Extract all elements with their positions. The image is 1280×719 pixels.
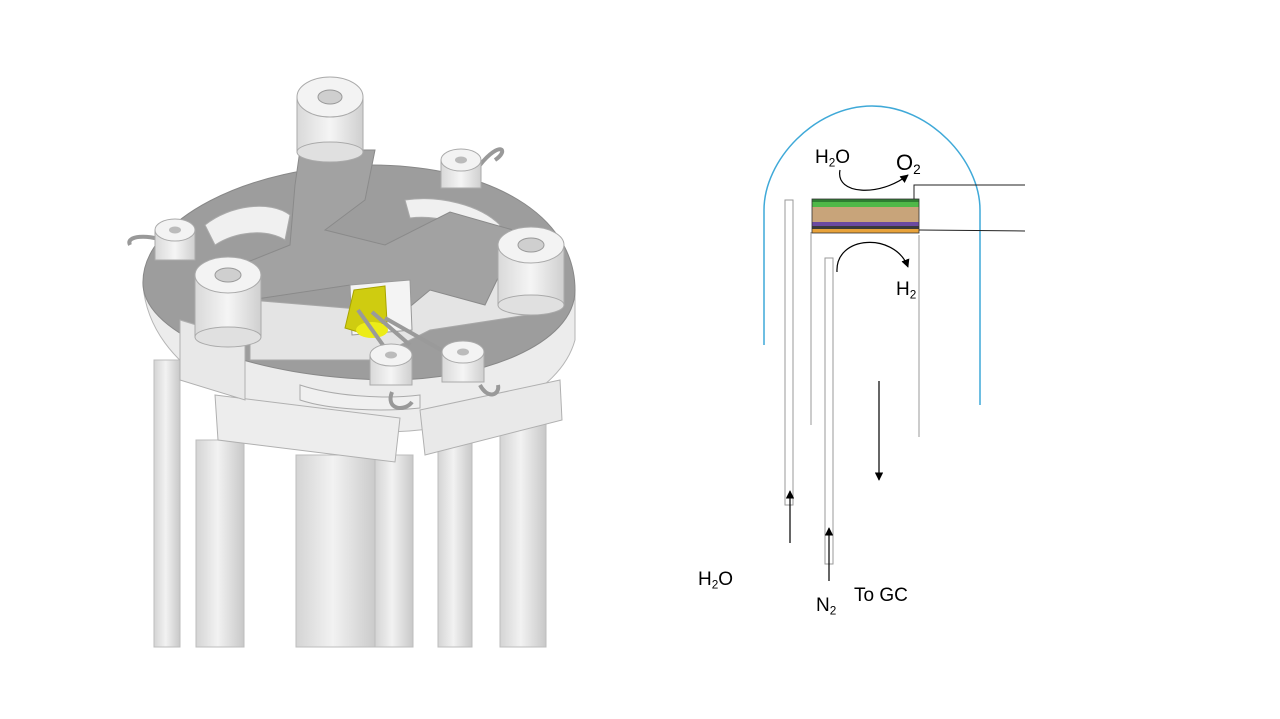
post-left <box>194 256 262 348</box>
flange-right <box>419 379 563 456</box>
arrow-water-to-oxygen <box>839 169 909 191</box>
support-rods <box>153 359 547 648</box>
label-to-gc: To GC <box>854 585 908 606</box>
label-water-inlet: H2O <box>698 569 734 592</box>
fitting-top-right <box>440 147 505 189</box>
label-hydrogen: H2 <box>896 279 917 302</box>
flange-front <box>214 394 401 463</box>
fitting-bottom-right <box>441 340 501 397</box>
disk-slot-left <box>204 205 291 246</box>
water-inlet-tube <box>784 199 794 506</box>
lead-bottom <box>918 229 1026 232</box>
label-oxygen: O2 <box>896 150 921 178</box>
bell-jar-outline <box>763 105 981 405</box>
cell-3d-model <box>127 76 576 648</box>
cell-schematic <box>763 105 1026 581</box>
lead-top <box>913 184 1025 199</box>
label-water-top: H2O <box>815 147 851 170</box>
nitrogen-inlet-tube <box>824 257 834 565</box>
post-right <box>497 226 565 316</box>
post-top <box>296 76 364 163</box>
fitting-bottom-mid <box>369 343 414 410</box>
electrode-stack <box>811 198 920 234</box>
arrow-to-hydrogen <box>836 241 910 273</box>
fitting-left <box>127 218 196 261</box>
label-nitrogen: N2 <box>816 595 837 618</box>
